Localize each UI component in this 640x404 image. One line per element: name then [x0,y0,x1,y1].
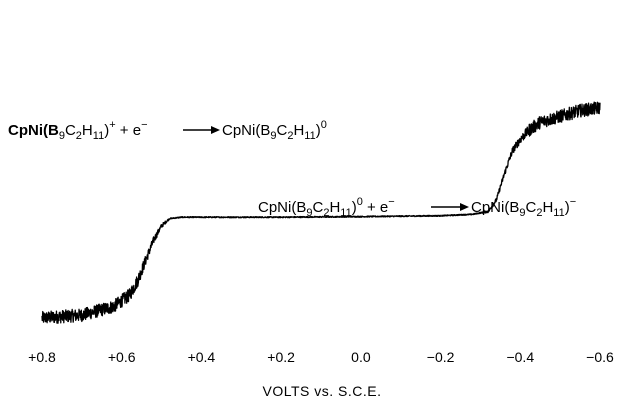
x-tick-label: +0.2 [267,349,295,365]
x-tick-label: +0.6 [108,349,136,365]
annotation-first-wave: CpNi(B9C2H11)+ + e− CpNi(B9C2H11)0 [8,119,327,142]
x-tick-label: 0.0 [351,349,371,365]
annotation-second-wave: CpNi(B9C2H11)0 + e− CpNi(B9C2H11)− [258,196,576,219]
annotation-first-wave-lhs: CpNi(B9C2H11)+ + e− [8,119,148,142]
x-tick-label: −0.6 [586,349,614,365]
annotation-first-wave-rhs: CpNi(B9C2H11)0 [222,119,327,142]
polarographic-wave-line [41,101,601,324]
annotation-second-wave-arrow-head [460,203,469,211]
annotation-second-wave-rhs: CpNi(B9C2H11)− [471,196,576,219]
x-tick-label: +0.8 [28,349,56,365]
x-tick-label: −0.4 [506,349,534,365]
annotation-first-wave-arrow-head [211,126,220,134]
x-tick-labels: +0.8 +0.6 +0.4 +0.2 0.0 −0.2 −0.4 −0.6 [28,349,614,365]
x-axis-label: VOLTS vs. S.C.E. [263,383,382,399]
x-tick-label: −0.2 [427,349,455,365]
annotation-second-wave-lhs: CpNi(B9C2H11)0 + e− [258,196,395,219]
curve-layer [41,101,601,324]
x-tick-label: +0.4 [188,349,216,365]
